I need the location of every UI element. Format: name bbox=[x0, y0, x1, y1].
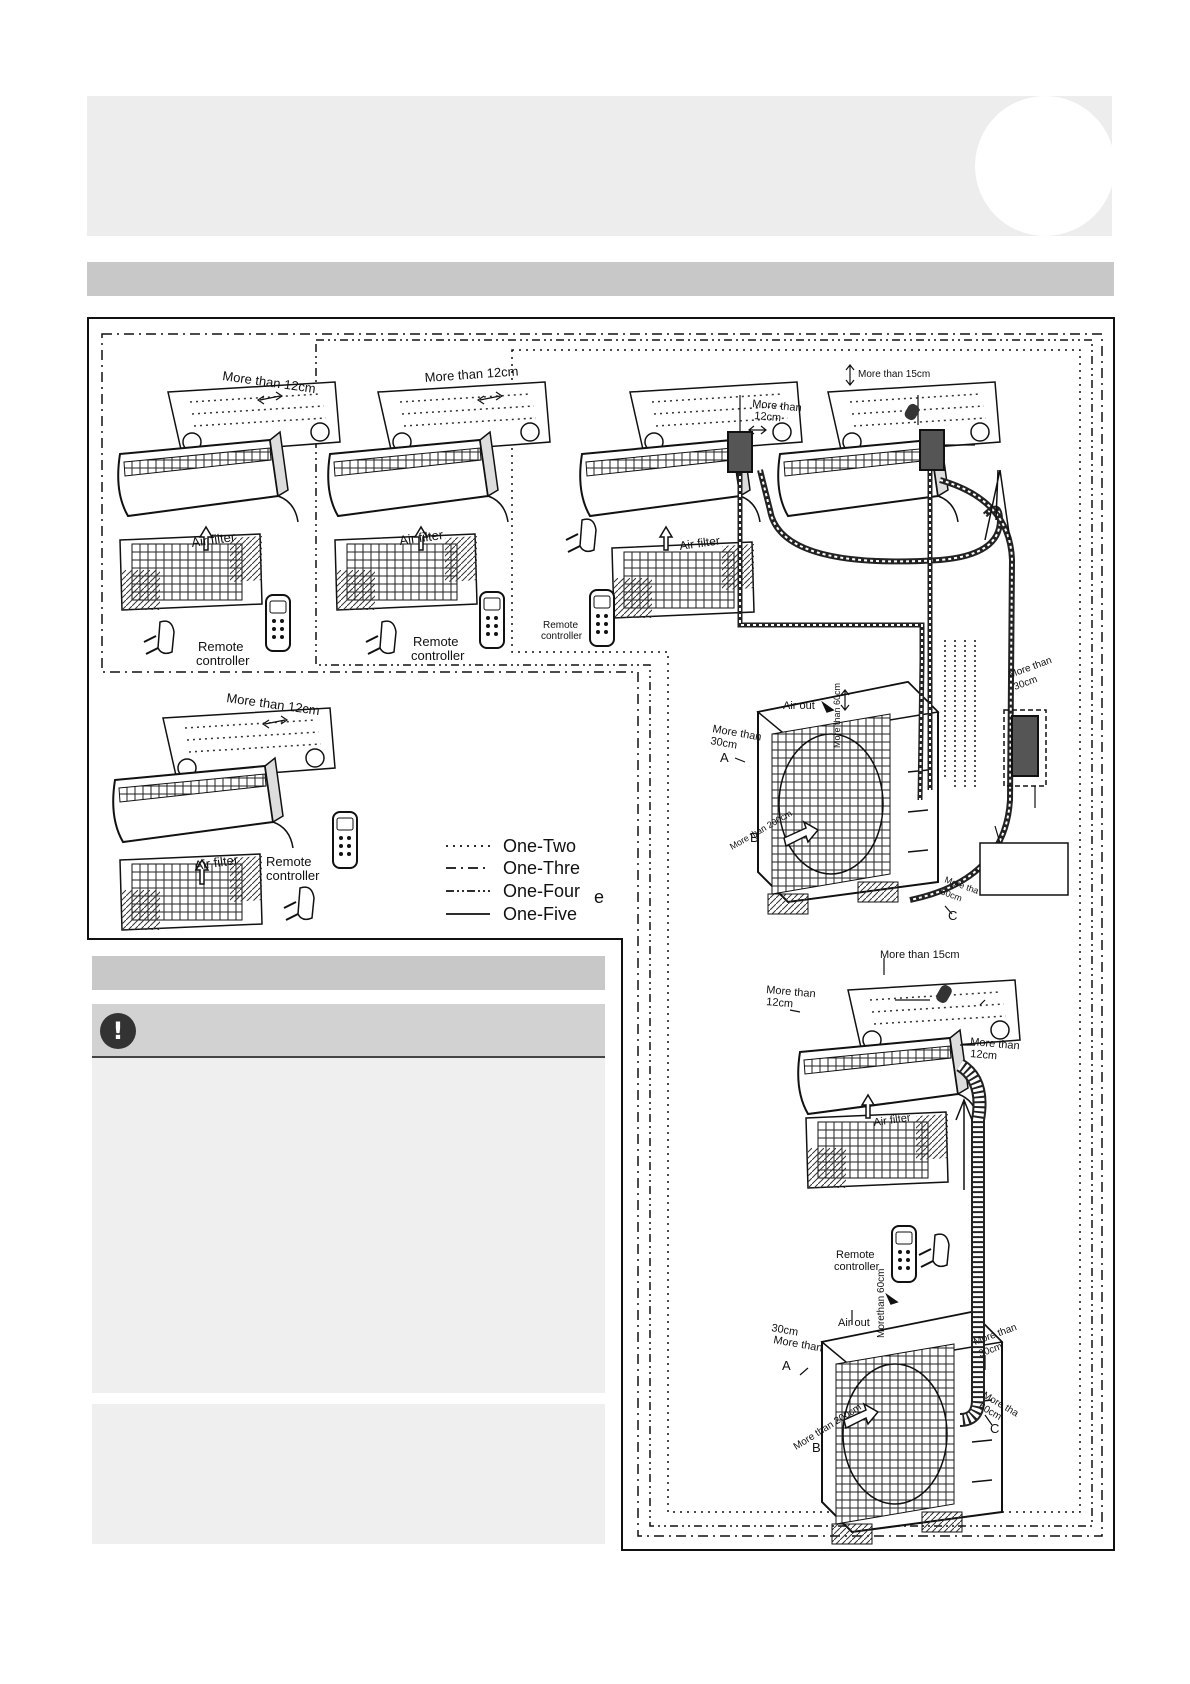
legend-label: One-Five bbox=[503, 904, 577, 924]
remote-controller bbox=[265, 594, 291, 652]
remote-holder bbox=[565, 518, 597, 553]
remote-holder bbox=[283, 886, 315, 921]
clearance-label: More than 15cm bbox=[858, 369, 930, 380]
clearance-label: 12cm bbox=[754, 410, 782, 424]
clearance-arrows bbox=[256, 364, 993, 1426]
header-circle bbox=[975, 96, 1115, 236]
legend: One-Two One-Thre One-Four e One-Five bbox=[446, 836, 604, 924]
direction-arrows bbox=[194, 525, 899, 1430]
indoor-unit bbox=[117, 381, 341, 523]
remote-label: Remote bbox=[266, 854, 312, 869]
outdoor-unit bbox=[757, 681, 939, 915]
remote-label: Remote bbox=[543, 620, 578, 631]
remote-holder bbox=[918, 1233, 950, 1268]
remote-controller bbox=[332, 811, 358, 869]
remote-label: controller bbox=[196, 653, 250, 668]
control-boxes bbox=[727, 395, 1069, 1006]
clearance-label: More than 15cm bbox=[880, 949, 959, 961]
remote-label: controller bbox=[541, 631, 583, 642]
clearance-label: More than 60cm bbox=[832, 683, 842, 748]
indoor-unit bbox=[112, 707, 336, 849]
clearance-label: More than bbox=[772, 1334, 823, 1354]
side-label-b: B bbox=[750, 830, 759, 845]
remote-label: Remote bbox=[836, 1249, 875, 1261]
air-filter-label: Air filter bbox=[193, 852, 239, 873]
clearance-label: Morethan 60cm bbox=[876, 1269, 887, 1338]
air-filter-label: Air filter bbox=[190, 529, 236, 550]
clearance-label: 30cm bbox=[770, 1322, 799, 1338]
piping bbox=[737, 469, 1016, 1427]
remote-label: controller bbox=[266, 868, 320, 883]
frame-lines bbox=[87, 317, 1115, 1551]
indoor-unit bbox=[777, 381, 1001, 523]
legend-label: One-Two bbox=[503, 836, 576, 856]
side-label-c: C bbox=[990, 1421, 999, 1436]
legend-label: One-Thre bbox=[503, 858, 580, 878]
exclamation-icon: ! bbox=[100, 1013, 136, 1049]
remote-controller bbox=[891, 1225, 917, 1283]
clearance-label: More than bbox=[766, 984, 816, 1000]
remote-holder bbox=[143, 620, 175, 655]
clearance-label: 12cm bbox=[970, 1048, 998, 1062]
legend-label: One-Four bbox=[503, 881, 580, 901]
air-filter-label: Air filter bbox=[398, 527, 444, 548]
air-filter-panel bbox=[119, 853, 263, 931]
clearance-label: 12cm bbox=[766, 996, 794, 1010]
side-label-a: A bbox=[720, 750, 729, 765]
subsection-title-bar bbox=[92, 956, 605, 990]
section-title-bar bbox=[87, 262, 1114, 296]
clearance-label: More than bbox=[970, 1036, 1020, 1052]
air-out-label: Air out bbox=[783, 700, 815, 712]
side-label-c: C bbox=[948, 908, 957, 923]
note-panel bbox=[92, 1404, 605, 1544]
air-filter-panel bbox=[611, 541, 755, 619]
remote-label: Remote bbox=[413, 634, 459, 649]
remote-label: controller bbox=[834, 1261, 880, 1273]
air-out-label: Air out bbox=[838, 1317, 870, 1329]
remote-controller bbox=[479, 591, 505, 649]
caution-body-panel bbox=[92, 1058, 605, 1393]
clearance-label: 30cm bbox=[709, 735, 738, 751]
remote-holder bbox=[365, 620, 397, 655]
side-label-a: A bbox=[782, 1358, 791, 1373]
caution-header bbox=[92, 1004, 605, 1058]
clearance-label: More than bbox=[752, 398, 802, 414]
legend-label-suffix: e bbox=[594, 887, 604, 907]
remote-label: Remote bbox=[198, 639, 244, 654]
air-filter-label: Air filter bbox=[678, 533, 720, 553]
remote-label: controller bbox=[411, 648, 465, 663]
indoor-unit bbox=[327, 381, 551, 523]
remote-controller bbox=[589, 589, 615, 647]
side-label-b: B bbox=[812, 1440, 821, 1455]
header-band bbox=[87, 96, 1112, 236]
air-filter-label: Air filter bbox=[873, 1112, 912, 1129]
clearance-label: More than 12cm bbox=[424, 363, 519, 385]
